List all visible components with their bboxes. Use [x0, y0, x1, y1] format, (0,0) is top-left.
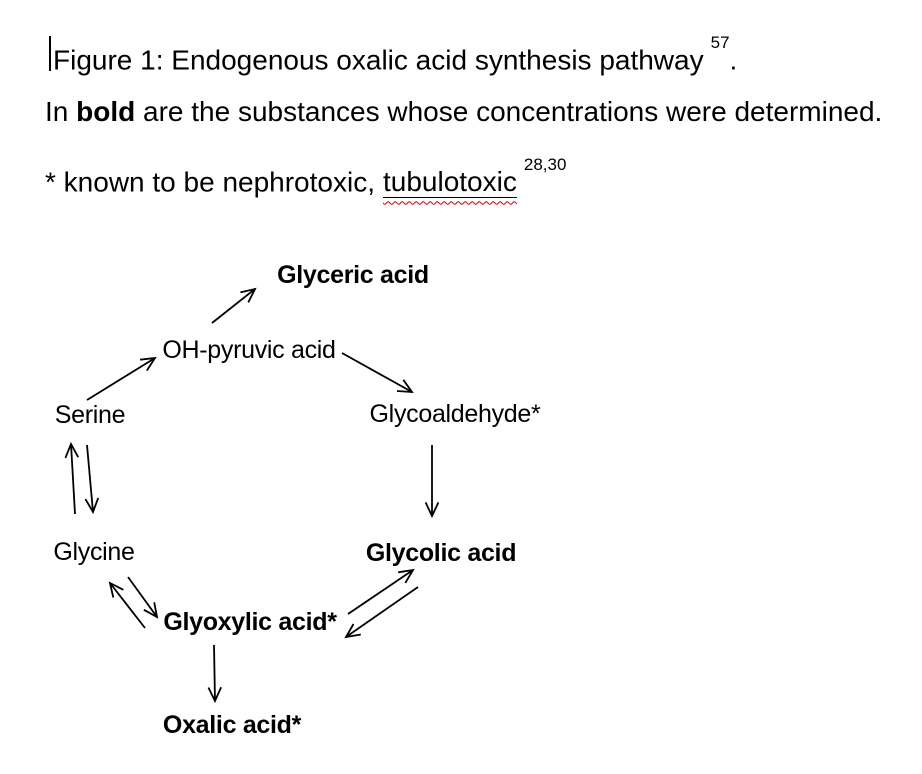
misspelled-word-tubulotoxic: tubulotoxic	[382, 166, 517, 199]
figure-caption-text: Figure 1: Endogenous oxalic acid synthes…	[53, 44, 704, 76]
node-glyceric-acid: Glyceric acid	[277, 261, 429, 289]
arrow-glyoxylic-to-glycine	[108, 581, 146, 629]
node-glycine: Glycine	[53, 538, 135, 566]
arrow-serine-to-glycine	[84, 444, 100, 515]
arrowhead	[396, 379, 414, 394]
text-cursor	[49, 36, 51, 71]
arrowhead	[424, 502, 440, 519]
figure-caption-citation: 57	[710, 33, 730, 52]
arrowhead	[344, 623, 361, 639]
arrow-glycine-to-serine	[64, 441, 79, 515]
arrow-oh-pyruvic-to-glyceric	[211, 287, 257, 324]
arrow-glycine-to-glyoxylic	[127, 576, 159, 619]
figure-caption: Figure 1: Endogenous oxalic acid synthes…	[53, 33, 738, 77]
arrowhead	[398, 568, 415, 584]
arrow-glycolic-to-glyoxylic	[344, 586, 419, 639]
asterisk-note: * known to be nephrotoxic,tubulotoxic 28,…	[45, 155, 566, 199]
figure-caption-period: .	[729, 44, 738, 76]
asterisk-note-prefix: * known to be nephrotoxic,	[45, 166, 375, 198]
arrow-glycoaldehyde-to-glycolic	[424, 445, 440, 519]
arrowhead	[139, 356, 157, 372]
arrowhead	[207, 686, 222, 704]
bold-note-suffix: are the substances whose concentrations …	[143, 96, 883, 127]
arrowhead	[64, 441, 79, 459]
arrow-serine-to-oh-pyruvic	[86, 356, 157, 401]
node-glycolic-acid: Glycolic acid	[365, 539, 517, 567]
arrow-glyoxylic-to-oxalic	[207, 644, 222, 704]
asterisk-note-citation: 28,30	[523, 155, 567, 174]
node-glyoxylic-acid: Glyoxylic acid*	[163, 608, 337, 636]
node-oxalic-acid: Oxalic acid*	[162, 711, 302, 739]
arrowhead	[143, 602, 159, 619]
arrow-glyoxylic-to-glycolic	[347, 568, 415, 615]
node-serine: Serine	[54, 401, 126, 429]
arrowhead	[108, 581, 124, 598]
node-glycoaldehyde: Glycoaldehyde*	[369, 400, 541, 428]
arrowhead	[240, 287, 257, 303]
bold-note-keyword: bold	[76, 96, 136, 127]
arrowhead	[84, 497, 100, 515]
bold-legend-note: In bold are the substances whose concent…	[45, 95, 882, 129]
bold-note-prefix: In	[45, 96, 69, 127]
arrow-oh-pyruvic-to-glycoaldehyde	[341, 352, 414, 394]
node-oh-pyruvic-acid: OH-pyruvic acid	[162, 336, 336, 364]
